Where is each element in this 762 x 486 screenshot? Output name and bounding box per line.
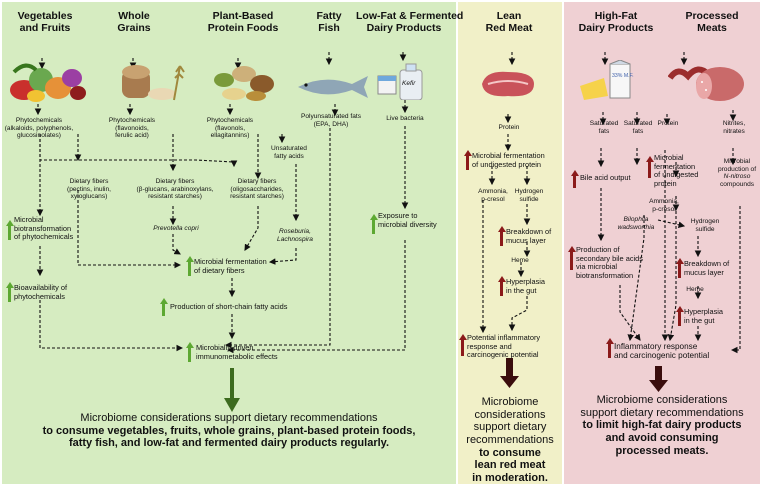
kefir-label: Kefir [402, 80, 416, 87]
nitrites-nitrates: Nitrites,nitrates [722, 120, 746, 135]
red-meat-icon [482, 71, 534, 97]
ammonia-pcresol-red: Ammonia,p-cresol [478, 188, 508, 203]
phytochemicals-plant: Phytochemicals(flavonols,ellagitannins) [206, 117, 254, 140]
vegetables-fruits-icon [10, 63, 86, 102]
phytochemicals-grains: Phytochemicals(flavonoids,ferulic acid) [108, 117, 156, 140]
short-chain-fatty-acids: Production of short-chain fatty acids [170, 302, 288, 311]
milk-label: 33% M.F. [612, 73, 634, 79]
prevotella-copri: Prevotella copri [153, 225, 199, 232]
protein-red: Protein [498, 124, 520, 131]
polyunsaturated-fats: Polyunsaturated fats(EPA, DHA) [300, 113, 362, 128]
phytochemicals-veg: Phytochemicals(alkaloids, polyphenols,gl… [4, 117, 74, 140]
kefir-icon: Kefir [376, 62, 426, 100]
roseburia-lachnospira: Roseburia,Lachnospira [277, 228, 313, 243]
live-bacteria: Live bacteria [386, 115, 424, 122]
dietary-fibers-grains: Dietary fibers(β-glucans, arabinoxylans,… [136, 178, 214, 201]
bile-acid-output: Bile acid output [580, 173, 631, 182]
heme-pink: Heme [686, 286, 704, 293]
ammonia-pcresol-pink: Ammonia,p-cresol [649, 198, 679, 213]
whole-grains-icon [122, 65, 185, 101]
heme-red: Heme [511, 257, 529, 264]
protein-processed: Protein [657, 120, 679, 127]
dietary-fibers-veg: Dietary fibers(pectins, inulin,xylogluca… [67, 178, 111, 201]
fatty-fish-icon [298, 76, 368, 98]
milk-cheese-icon: 33% M.F. [578, 60, 636, 102]
green-conclusion: Microbiome considerations support dietar… [42, 412, 416, 450]
plant-protein-icon [214, 66, 274, 101]
processed-meat-icon [668, 66, 744, 101]
dietary-fibers-plant: Dietary fibers(oligosaccharides,resistan… [230, 178, 284, 201]
